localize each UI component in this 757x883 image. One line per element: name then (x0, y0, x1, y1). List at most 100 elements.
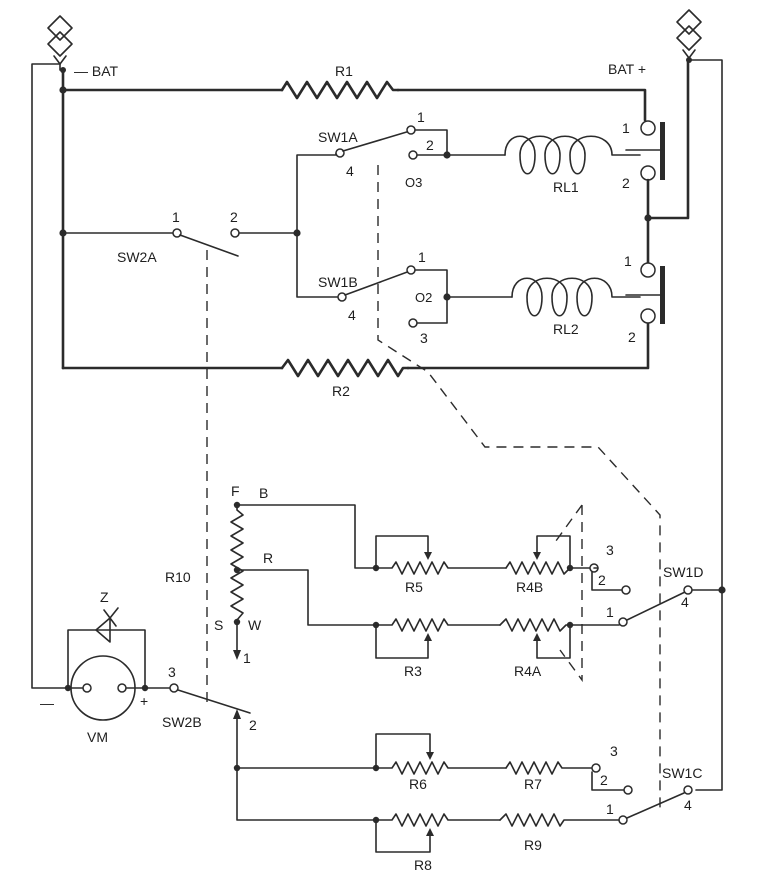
vm-minus-label: — (40, 695, 54, 711)
sw2a-label: SW2A (117, 249, 157, 265)
rl1-contact-2 (640, 165, 656, 181)
r6-label: R6 (409, 776, 427, 792)
sw1d-common-terminal (683, 585, 693, 595)
sw2b-pos2-label: 2 (249, 717, 257, 733)
sw1a-blade (342, 130, 411, 152)
sw1b-pos3-label: 3 (420, 330, 428, 346)
sw1c-terminal-3 (591, 763, 601, 773)
r1-wire (61, 88, 647, 122)
rl2-coil (511, 277, 641, 317)
r2-label: R2 (332, 383, 350, 399)
r8-resistor (375, 813, 501, 827)
sw2a-terminal-2 (230, 228, 240, 238)
r10-potentiometer (230, 504, 244, 621)
sw1a-label: SW1A (318, 129, 358, 145)
sw1a-pos1-label: 1 (417, 109, 425, 125)
battery-negative-connector (47, 15, 73, 71)
r1-label: R1 (335, 63, 353, 79)
sw1c-label: SW1C (662, 765, 702, 781)
r10-w-label: W (248, 617, 262, 633)
rl2-label: RL2 (553, 321, 579, 337)
r4a-label: R4A (514, 663, 542, 679)
sw1b-blade (344, 270, 411, 296)
r10-label: R10 (165, 569, 191, 585)
rl1-label: RL1 (553, 179, 579, 195)
r9-label: R9 (524, 837, 542, 853)
r10-r-label: R (263, 550, 273, 566)
r2-wire (61, 320, 650, 370)
rl1-pos2-label: 2 (622, 175, 630, 191)
battery-positive-connector (676, 9, 702, 63)
sw1d-label: SW1D (663, 564, 703, 580)
sw1d-pos3-label: 3 (606, 542, 614, 558)
r10-f-label: F (231, 483, 240, 499)
r1-resistor (280, 80, 400, 100)
sw1a-terminal-1 (406, 125, 416, 135)
sw2b-blade (177, 689, 251, 714)
vm-plus-label: + (140, 693, 148, 709)
r4a-resistor (499, 618, 620, 632)
sw1a-common-terminal (335, 148, 345, 158)
sw1d-terminal-2 (621, 585, 631, 595)
r9-resistor (499, 813, 620, 827)
sw2b-terminal-3 (169, 683, 179, 693)
rl1-contact-1 (640, 120, 656, 136)
r10-s-label: S (214, 617, 223, 633)
r4b-label: R4B (516, 579, 543, 595)
sw1b-terminal-2-label: O2 (415, 290, 432, 305)
sw2a-pos1-label: 1 (172, 209, 180, 225)
rl2-contact-2 (640, 308, 656, 324)
r2-resistor (280, 358, 410, 378)
rl1-armature (660, 122, 665, 180)
sw1b-terminal-1 (406, 265, 416, 275)
sw1c-terminal-2 (623, 785, 633, 795)
sw1c-pos2-label: 2 (600, 772, 608, 788)
r5-label: R5 (405, 579, 423, 595)
bat-negative-wire (31, 63, 69, 689)
zener-label: Z (100, 589, 109, 605)
relay-center-wire (646, 60, 690, 264)
r4-gang-indicator (552, 504, 583, 683)
sw1b-label: SW1B (318, 274, 358, 290)
r3-label: R3 (404, 663, 422, 679)
sw1d-blade (626, 591, 686, 621)
r6-resistor (375, 761, 507, 775)
bat-positive-label: BAT + (608, 61, 646, 77)
rl2-pos2-label: 2 (628, 329, 636, 345)
sw1a-pos2-label: 2 (426, 137, 434, 153)
sw1b-terminal-3 (408, 318, 418, 328)
rl1-coil (504, 135, 641, 175)
r5-resistor (375, 561, 507, 575)
sw1d-pos4-label: 4 (681, 594, 689, 610)
sw1d-pos2-label: 2 (598, 572, 606, 588)
r10-pos1-label: 1 (243, 650, 251, 666)
rl2-contact-1 (640, 262, 656, 278)
r10-b-label: B (259, 485, 268, 501)
bat-negative-label: — BAT (74, 63, 119, 79)
r3-resistor (375, 618, 501, 632)
sw1d-pos1-label: 1 (606, 604, 614, 620)
sw1c-blade (626, 792, 685, 819)
rl2-pos1-label: 1 (624, 253, 632, 269)
sw1c-pos1-label: 1 (606, 801, 614, 817)
sw1d-terminal-1 (618, 617, 628, 627)
sw1a-pos4-label: 4 (346, 163, 354, 179)
sw1b-pos4-label: 4 (348, 307, 356, 323)
sw2a-terminal-1 (172, 228, 182, 238)
r7-label: R7 (524, 776, 542, 792)
sw1c-pos3-label: 3 (610, 743, 618, 759)
sw2a-pos2-label: 2 (230, 209, 238, 225)
sw1a-terminal-2 (408, 150, 418, 160)
sw1c-terminal-1 (618, 815, 628, 825)
sw1a-terminal-3-label: O3 (405, 175, 422, 190)
rl1-pos1-label: 1 (622, 120, 630, 136)
r8-label: R8 (414, 857, 432, 873)
sw2b-pos3-label: 3 (168, 664, 176, 680)
r7-resistor (505, 761, 593, 775)
r4b-resistor (505, 561, 591, 575)
sw1b-pos1-label: 1 (418, 249, 426, 265)
sw1b-common-terminal (337, 292, 347, 302)
vm-label: VM (87, 729, 108, 745)
sw2b-label: SW2B (162, 714, 202, 730)
